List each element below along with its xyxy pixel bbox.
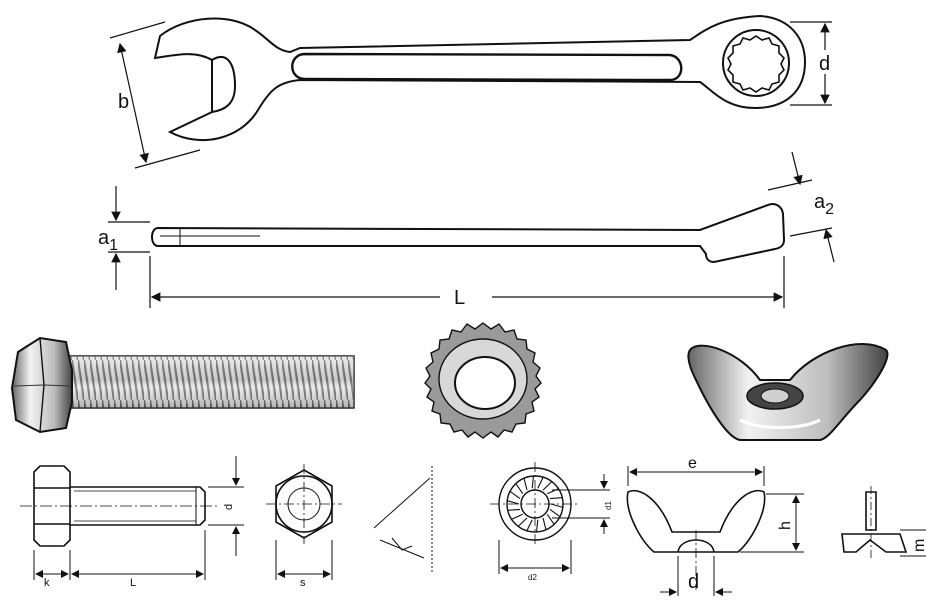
- washer-tooth: [517, 517, 528, 527]
- dimension-a2: [767, 151, 835, 263]
- washer-tooth: [550, 503, 563, 508]
- washer-tooth: [523, 478, 528, 491]
- dimension-a1: [108, 186, 150, 290]
- washer-tooth: [549, 497, 563, 500]
- wrench-ring-outer: [722, 29, 790, 97]
- washer-tooth: [546, 513, 555, 525]
- dimension-L-wrench: [149, 256, 785, 308]
- label-d2: d2: [528, 573, 537, 582]
- label-L-bolt: L: [130, 577, 136, 589]
- bolt-illustration: [10, 336, 355, 434]
- washer-tooth: [511, 513, 523, 520]
- dimension-b: [109, 21, 201, 169]
- washer-section-detail: [373, 466, 433, 572]
- wrench-open-end: [153, 14, 807, 142]
- label-d-ring: d: [819, 53, 830, 75]
- washer-tooth: [507, 508, 521, 511]
- label-h: h: [777, 521, 794, 530]
- washer-tooth: [509, 490, 521, 499]
- label-m: m: [911, 539, 926, 552]
- label-k: k: [44, 577, 50, 589]
- label-L-wrench: L: [454, 287, 465, 309]
- washer-tooth: [507, 500, 520, 505]
- washer-tooth: [526, 519, 533, 532]
- label-s: s: [300, 577, 306, 589]
- wrench-top-view: [153, 14, 807, 142]
- wrench-handle-slot: [291, 52, 683, 82]
- label-e: e: [688, 455, 697, 472]
- label-d-wingnut: d: [688, 571, 699, 593]
- washer-tooth: [542, 481, 553, 491]
- wingnut-drawing: [626, 466, 804, 596]
- wrench-ring-teeth: [727, 35, 785, 93]
- washer-tooth: [515, 483, 524, 495]
- label-a1: a1: [98, 227, 118, 254]
- wrench-jaw-inner: [211, 56, 237, 113]
- label-a2: a2: [814, 191, 834, 218]
- label-b: b: [118, 91, 129, 113]
- bolt-drawing: [20, 456, 244, 580]
- washer-tooth: [549, 509, 561, 518]
- washer-tooth: [537, 476, 544, 489]
- bolt-hex-end-view: [266, 464, 342, 580]
- washer-tooth: [542, 517, 547, 530]
- washer-tooth: [531, 475, 535, 489]
- washer-tooth: [547, 488, 559, 495]
- washer-drawing: [490, 462, 610, 574]
- washer-tooth: [535, 519, 539, 533]
- wrench-side-view: [151, 203, 786, 264]
- label-d-bolt: d: [223, 504, 235, 510]
- label-d1: d1: [604, 501, 613, 510]
- lock-washer-illustration: [424, 322, 542, 439]
- wingnut-side-view: [841, 486, 926, 560]
- wing-nut-illustration: [687, 343, 889, 441]
